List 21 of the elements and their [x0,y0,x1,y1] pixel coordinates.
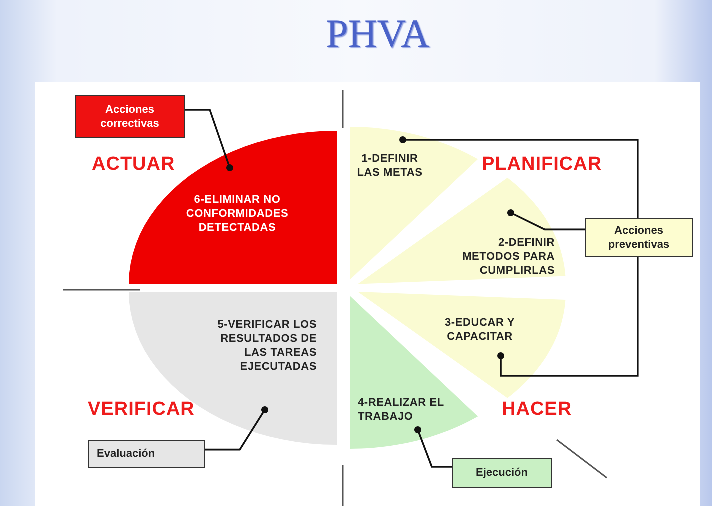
step-text: 6-ELIMINAR NO CONFORMIDADES DETECTADAS [185,193,290,235]
step-text: 1-DEFINIR LAS METAS [356,152,424,180]
phase-label: PLANIFICAR [482,154,602,176]
phase-label: VERIFICAR [88,399,195,421]
step-text: 2-DEFINIR METODOS PARA CUMPLIRLAS [462,236,555,278]
title: PHVA [325,10,431,57]
phase-label: ACTUAR [92,154,176,176]
callout-box: Ejecución [452,458,552,488]
leader-line [498,257,639,377]
callout-box: Acciones correctivas [75,95,185,138]
leader-line [400,136,639,218]
callout-box: Acciones preventivas [585,218,693,257]
leader-line [185,109,234,172]
leader-line [508,210,585,231]
leader-line [205,406,268,451]
step-text: 4-REALIZAR EL TRABAJO [358,396,446,424]
phase-label: HACER [502,399,572,421]
callout-box: Evaluación [88,440,205,468]
step-text: 5-VERIFICAR LOS RESULTADOS DE LAS TAREAS EJECUTADAS [216,318,317,374]
step-text: 3-EDUCAR Y CAPACITAR [444,316,516,344]
leader-line [414,426,452,468]
